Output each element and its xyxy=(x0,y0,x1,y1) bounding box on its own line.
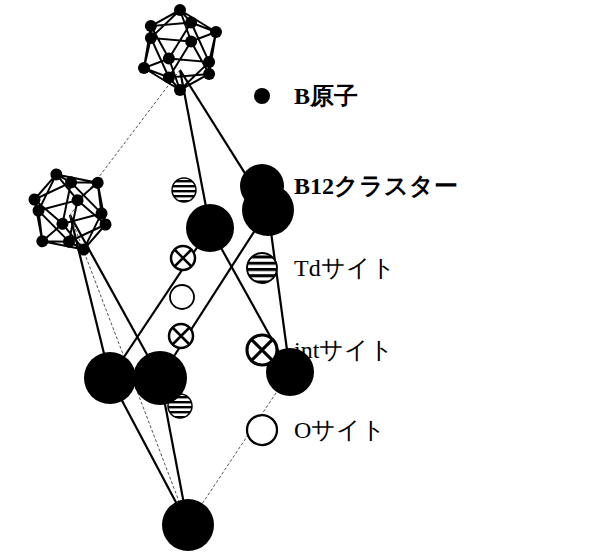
b12-clusters xyxy=(84,184,314,551)
legend-label: Tdサイト xyxy=(294,256,396,280)
b12-icosahedron xyxy=(15,154,125,269)
cell-edges xyxy=(70,70,290,525)
int-site xyxy=(169,324,193,348)
legend-swatch xyxy=(240,164,284,208)
b12-icosahedron xyxy=(138,4,222,96)
hidden-edges xyxy=(70,70,290,525)
legend-swatch xyxy=(247,335,277,365)
o-site xyxy=(170,285,194,309)
legend-label: B原子 xyxy=(294,84,358,108)
legend-label: Oサイト xyxy=(294,418,386,442)
td-site xyxy=(172,178,196,202)
legend-swatch xyxy=(247,415,277,445)
legend-swatch xyxy=(247,253,277,283)
legend-label: intサイト xyxy=(294,338,394,362)
int-site xyxy=(171,246,195,270)
legend-label: B12クラスター xyxy=(294,174,458,198)
legend-swatch xyxy=(254,88,270,104)
